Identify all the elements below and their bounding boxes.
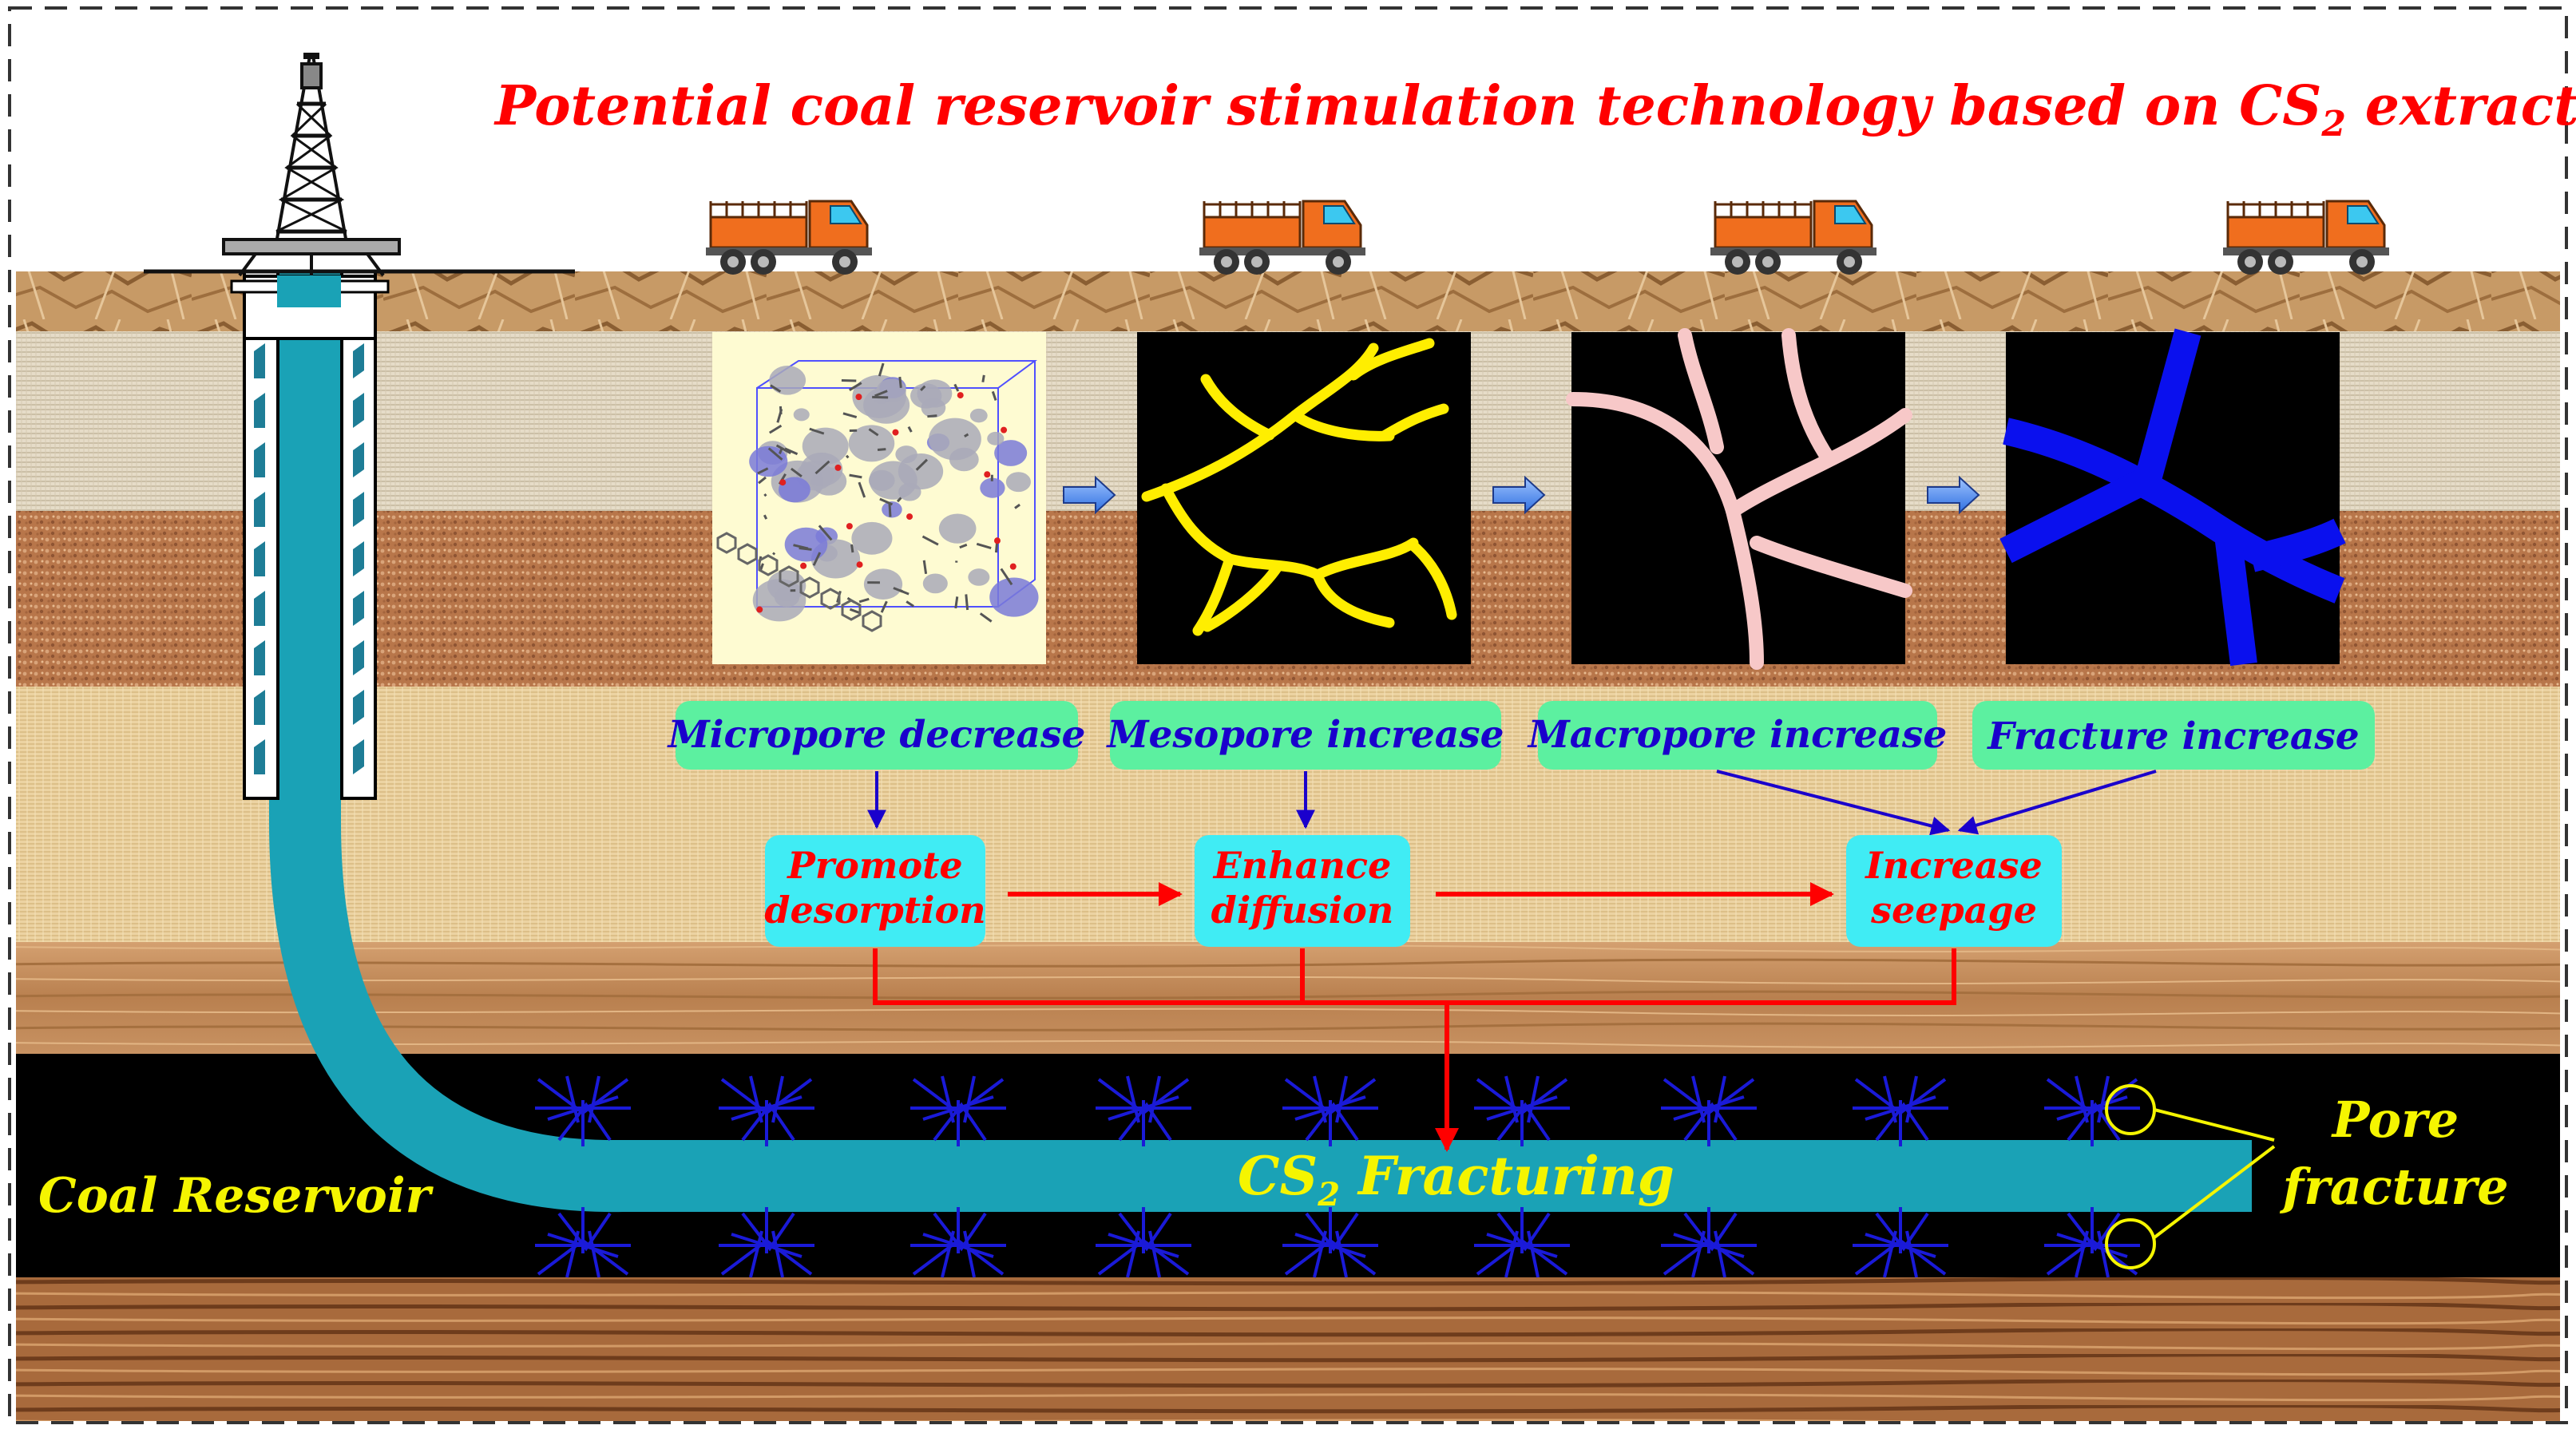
wood-grain — [16, 942, 2560, 1054]
fracture-label: fracture — [2279, 1158, 2508, 1216]
diffusion-line1: Enhance — [1212, 844, 1391, 887]
panel-mesopore — [1137, 332, 1471, 664]
fracturing-main: CS — [1238, 1145, 1318, 1207]
topsoil-layer — [16, 271, 2560, 331]
panel-macropore — [1571, 332, 1905, 664]
title-main: Potential coal reservoir stimulation tec… — [493, 74, 2321, 138]
pore-label: Pore — [2331, 1091, 2459, 1149]
fracturing-subscript: 2 — [1317, 1176, 1340, 1213]
label-fracture: Fracture increase — [1986, 715, 2359, 758]
wellhead-flow — [277, 275, 341, 307]
panel-fracture — [2006, 332, 2340, 664]
fracturing-label: CS2 Fracturing — [1238, 1145, 1674, 1213]
label-micropore: Micropore decrease — [667, 713, 1086, 757]
macropore-panel — [1571, 332, 1905, 664]
label-macropore: Macropore increase — [1527, 713, 1948, 757]
diffusion-line2: diffusion — [1211, 889, 1394, 932]
coal-reservoir-label: Coal Reservoir — [38, 1168, 434, 1224]
panel-micropore — [712, 332, 1046, 664]
mesopore-panel — [1137, 332, 1471, 664]
title-subscript: 2 — [2320, 104, 2346, 144]
desorption-line2: desorption — [764, 889, 985, 932]
label-mesopore: Mesopore increase — [1105, 713, 1504, 757]
seepage-line2: seepage — [1870, 889, 2037, 932]
desorption-line1: Promote — [786, 844, 962, 887]
title-tail: extraction — [2346, 74, 2576, 138]
bottom-layer — [16, 1277, 2560, 1421]
seepage-line1: Increase — [1864, 844, 2042, 887]
fracturing-tail: Fracturing — [1340, 1145, 1674, 1207]
title: Potential coal reservoir stimulation tec… — [493, 74, 2576, 144]
